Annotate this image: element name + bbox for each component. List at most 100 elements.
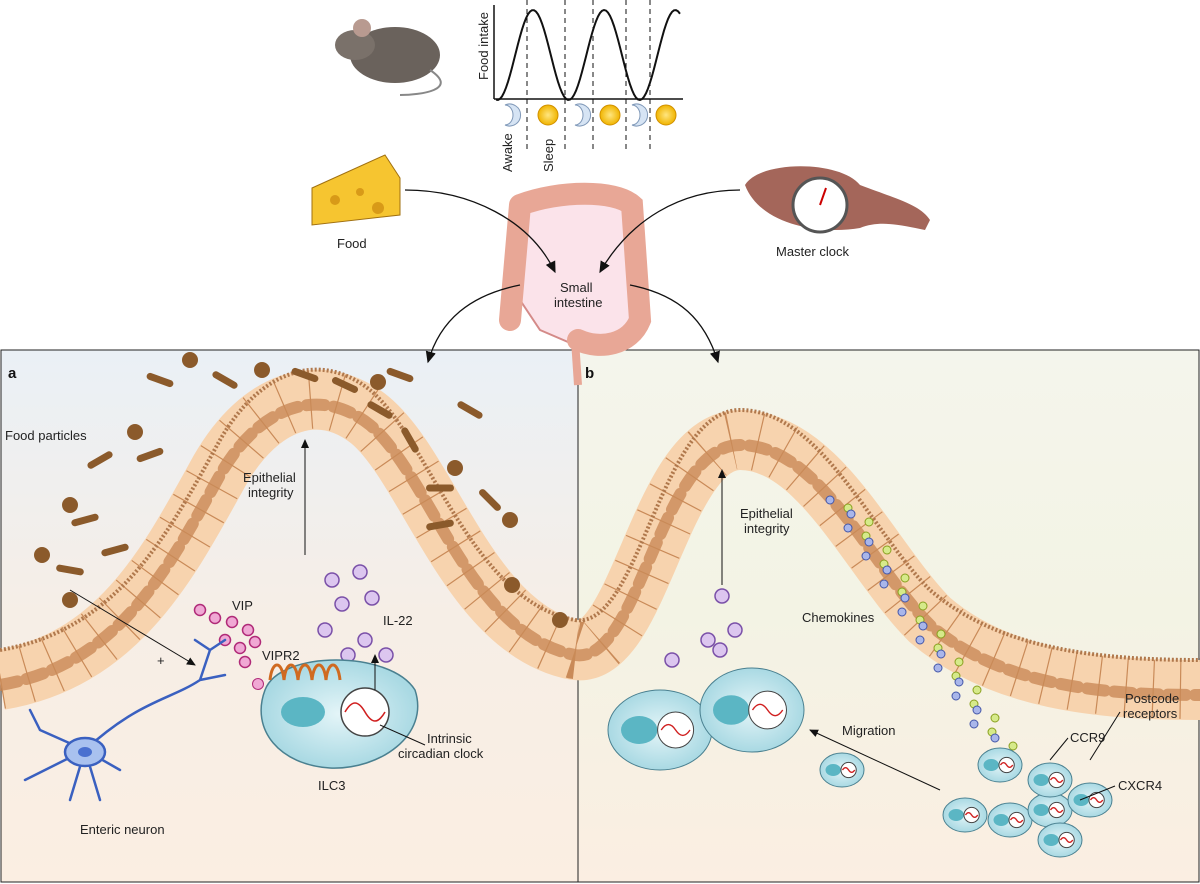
chart-ylabel: Food intake (476, 12, 491, 80)
chemokine (846, 509, 856, 519)
food-particle-rod (291, 367, 319, 383)
enteric-neuron-label: Enteric neuron (80, 822, 165, 837)
il22-molecules (317, 564, 394, 663)
chemokine (972, 685, 982, 695)
intestinal-epithelium (0, 367, 1200, 720)
ilc3-cell (607, 689, 713, 771)
epithelial-integrity-label-a: Epithelial (243, 470, 296, 485)
food-particle (552, 612, 568, 628)
intrinsic-clock-label-1: Intrinsic (427, 731, 472, 746)
chemokine (915, 635, 925, 645)
ilc3-cell (942, 797, 988, 833)
food-particle (370, 374, 386, 390)
chemokine (990, 733, 1000, 743)
chemokine (879, 579, 889, 589)
chemokine (1008, 741, 1018, 751)
food-particle-rod (101, 543, 129, 557)
panel-b-letter: b (585, 365, 594, 382)
chemokine (882, 545, 892, 555)
ilc3-cell (977, 747, 1023, 783)
cxcr4-label: CXCR4 (1118, 778, 1162, 793)
food-particle-rod (56, 564, 84, 576)
chemokine (969, 719, 979, 729)
sun-icon (655, 104, 677, 126)
food-particle (62, 497, 78, 513)
postcode-receptors-label-1: Postcode (1125, 691, 1179, 706)
plus-sign: + (157, 653, 165, 668)
chemokine (972, 705, 982, 715)
ilc3-cell (699, 667, 805, 753)
food-particle (504, 577, 520, 593)
ilc3-cell (1027, 762, 1073, 798)
chemokine (936, 649, 946, 659)
food-particle (502, 512, 518, 528)
ilc3-cell (819, 752, 865, 788)
chemokine (954, 677, 964, 687)
food-particle-rod (87, 451, 113, 469)
moon-icon (574, 103, 592, 127)
food-intake-curve (495, 8, 681, 102)
moon-icon (504, 103, 522, 127)
epithelial-integrity-label-a-2: integrity (248, 485, 294, 500)
chemokine (864, 517, 874, 527)
sun-icon (537, 104, 559, 126)
chemokine (954, 657, 964, 667)
chemokine (864, 537, 874, 547)
ilc3-cell (1067, 782, 1113, 818)
migration-label: Migration (842, 723, 895, 738)
panel-a-letter: a (8, 365, 17, 382)
food-particle-rod (71, 513, 99, 527)
postcode-receptors-label-2: receptors (1123, 706, 1178, 721)
food-particles-label: Food particles (5, 428, 87, 443)
epithelial-integrity-label-b: Epithelial (740, 506, 793, 521)
chemokine (900, 593, 910, 603)
cheese-illustration (311, 154, 401, 226)
food-particle-rod (457, 401, 483, 419)
moon-icon (631, 103, 649, 127)
chemokine (936, 629, 946, 639)
food-particle-rod (386, 367, 414, 383)
food-particles (34, 352, 568, 628)
ilc3-cell (1027, 792, 1073, 828)
food-particle (62, 592, 78, 608)
awake-label: Awake (500, 133, 515, 172)
sleep-label: Sleep (541, 139, 556, 172)
migrating-ilc3-cells (607, 667, 1113, 858)
food-particle-rod (136, 447, 164, 463)
ilc3-cell (1037, 822, 1083, 858)
epithelial-integrity-label-b-2: integrity (744, 521, 790, 536)
chemokine (900, 573, 910, 583)
chemokine (918, 621, 928, 631)
chemokine (843, 523, 853, 533)
food-particle-rod (146, 372, 174, 388)
food-particle (127, 424, 143, 440)
ccr9-label: CCR9 (1070, 730, 1105, 745)
intestine-illustration (499, 182, 652, 386)
vipr2-label: VIPR2 (262, 648, 300, 663)
food-particle (182, 352, 198, 368)
food-particle-rod (367, 401, 393, 419)
food-label: Food (337, 236, 367, 251)
brain-master-clock-illustration (745, 166, 930, 234)
il22-label: IL-22 (383, 613, 413, 628)
vipr2-receptor (268, 663, 342, 681)
food-particle-rod (426, 484, 454, 492)
food-particle (34, 547, 50, 563)
master-clock-label: Master clock (776, 244, 849, 259)
ilc3-cell (252, 659, 419, 769)
intrinsic-clock-label-2: circadian clock (398, 746, 484, 761)
food-particle-rod (479, 489, 501, 511)
food-particle-rod (331, 377, 359, 393)
food-intake-chart: Food intake Awake Sleep (476, 0, 683, 172)
chemokine (825, 495, 835, 505)
food-particle (447, 460, 463, 476)
sun-icon (599, 104, 621, 126)
ilc3-label: ILC3 (318, 778, 345, 793)
enteric-neuron (23, 638, 227, 802)
il22-molecules-b (664, 588, 743, 668)
chemokine (897, 607, 907, 617)
chemokine (951, 691, 961, 701)
food-particle (254, 362, 270, 378)
